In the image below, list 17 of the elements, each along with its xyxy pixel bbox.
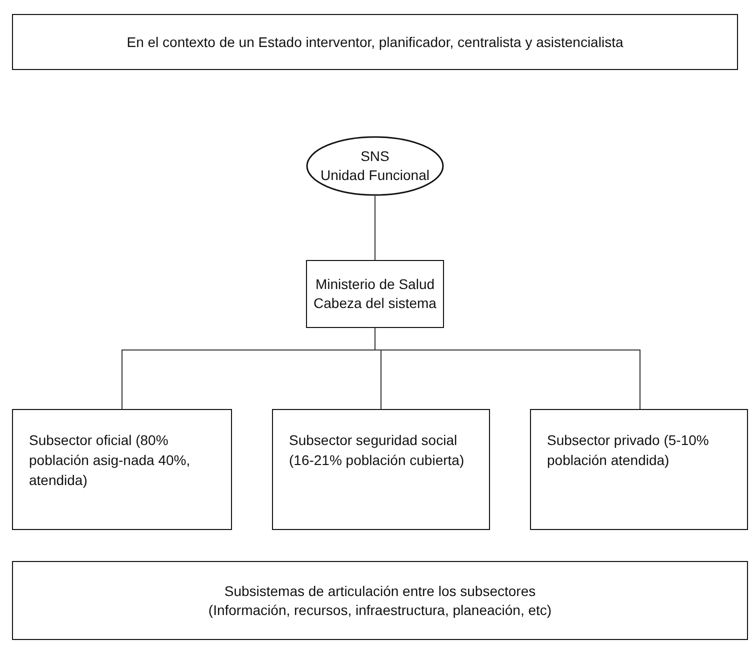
- subsector-box: [12, 409, 232, 530]
- context-box: [12, 14, 738, 70]
- subsector-box: [272, 409, 490, 530]
- node-text: SNS: [360, 147, 390, 166]
- node-text: Ministerio de Salud: [315, 275, 435, 294]
- ministry-box: [306, 260, 444, 328]
- subsystems-box: [12, 561, 748, 640]
- node-text: (Información, recursos, infraestructura, planeación, etc): [208, 600, 552, 620]
- connector-line: [374, 196, 376, 260]
- node-text: Subsector privado (5-10% población atendida): [547, 431, 710, 470]
- node-text: En el contexto de un Estado interventor, planificador, centralista y asistencialista: [126, 32, 624, 52]
- node-text: Cabeza del sistema: [314, 294, 436, 313]
- node-text: Subsector oficial (80% población asig-nada 40%, atendida): [29, 431, 192, 490]
- node-text: Subsector seguridad social (16-21% población cubierta): [289, 431, 466, 470]
- subsector-box: [530, 409, 748, 530]
- node-text: Unidad Funcional: [320, 166, 430, 185]
- node-text: Subsistemas de articulación entre los subsectores: [224, 582, 536, 600]
